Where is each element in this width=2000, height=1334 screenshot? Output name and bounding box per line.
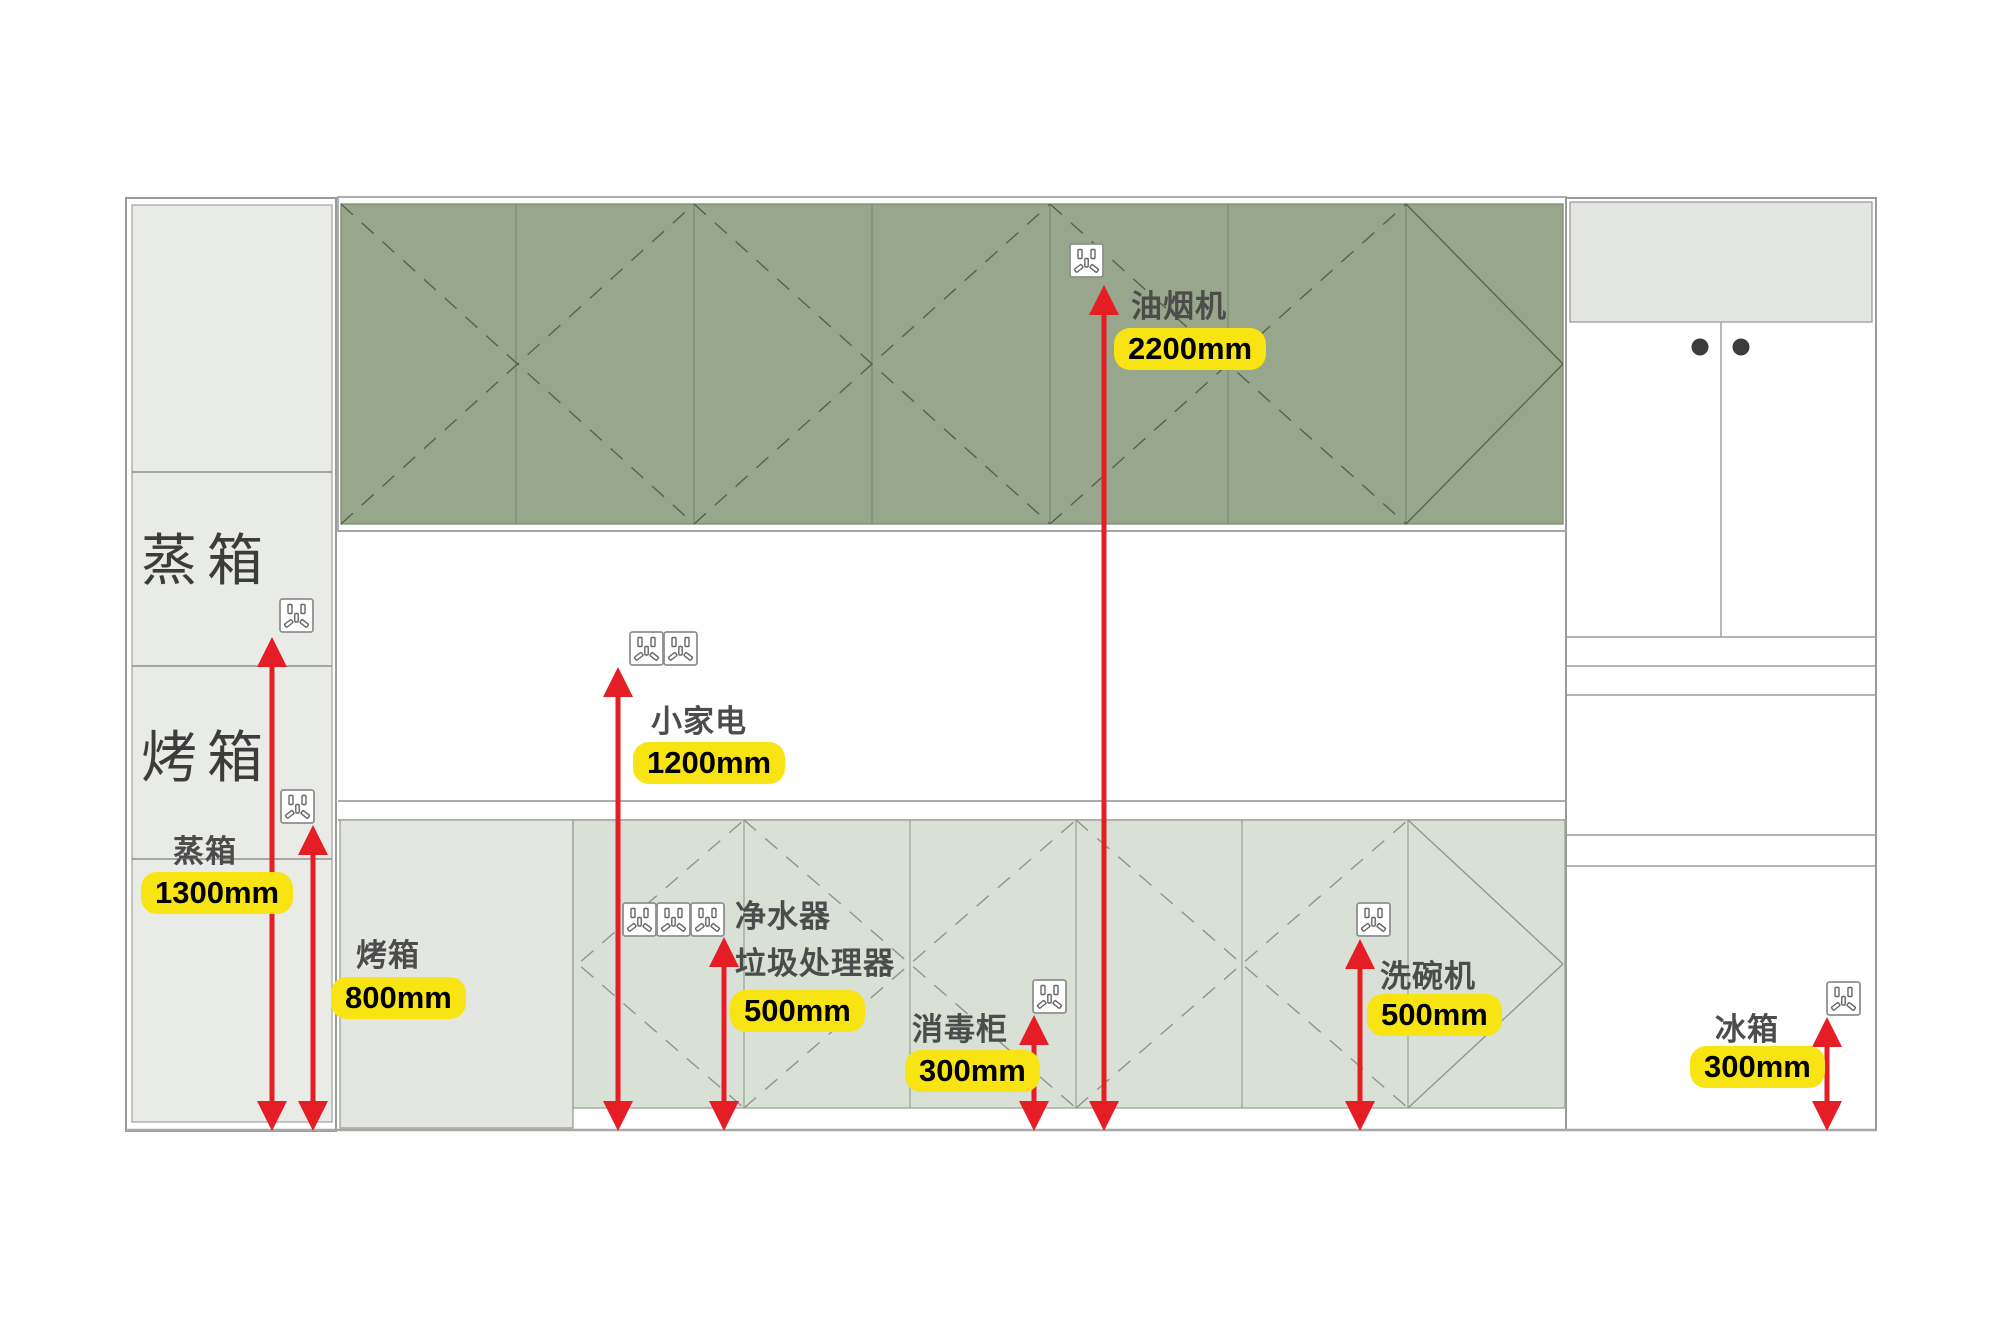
power-outlet-icon: [656, 902, 691, 937]
power-outlet-icon: [690, 902, 725, 937]
power-outlet-icon: [1356, 902, 1391, 937]
annotation-dishwasher-height-badge: 500mm: [1367, 994, 1502, 1037]
power-outlet-icon: [629, 631, 664, 666]
annotation-fridge-height-badge: 300mm: [1690, 1046, 1825, 1089]
annotation-oven-height-badge: 800mm: [331, 977, 466, 1020]
annotation-dishwasher-name: 洗碗机: [1380, 959, 1476, 994]
left-tall-cabinet: [125, 197, 337, 1132]
power-outlet-icon: [1032, 979, 1067, 1014]
countertop: [338, 800, 1566, 821]
door-knob-icon: [1732, 338, 1750, 356]
annotation-fridge-name: 冰箱: [1715, 1012, 1779, 1047]
annotation-water-purifier-height-badge: 500mm: [730, 990, 865, 1033]
right-tall-cabinet: [1565, 197, 1877, 1131]
annotation-small-appliance-name: 小家电: [651, 704, 747, 739]
annotation-garbage-disposal-name: 垃圾处理器: [735, 946, 895, 981]
steam-oven-cabinet-label: 蒸箱: [141, 531, 273, 593]
annotation-range-hood-height-badge: 2200mm: [1114, 328, 1267, 371]
upper-cabinets: [337, 196, 1567, 532]
annotation-range-hood-name: 油烟机: [1131, 289, 1227, 324]
power-outlet-icon: [280, 789, 315, 824]
power-outlet-icon: [1069, 243, 1104, 278]
annotation-oven-name: 烤箱: [356, 938, 420, 973]
power-outlet-icon: [1826, 981, 1861, 1016]
annotation-water-purifier-name: 净水器: [735, 899, 831, 934]
power-outlet-icon: [663, 631, 698, 666]
annotation-steam-oven-name: 蒸箱: [173, 834, 237, 869]
power-outlet-icon: [279, 598, 314, 633]
power-outlet-icon: [622, 902, 657, 937]
door-knob-icon: [1691, 338, 1709, 356]
annotation-small-appliance-height-badge: 1200mm: [633, 742, 786, 785]
oven-cabinet-label: 烤箱: [141, 728, 273, 790]
annotation-sterilizer-name: 消毒柜: [912, 1012, 1008, 1047]
annotation-sterilizer-height-badge: 300mm: [905, 1050, 1040, 1093]
upper-end-chevron: [1405, 203, 1564, 525]
annotation-steam-oven-height-badge: 1300mm: [141, 872, 294, 915]
